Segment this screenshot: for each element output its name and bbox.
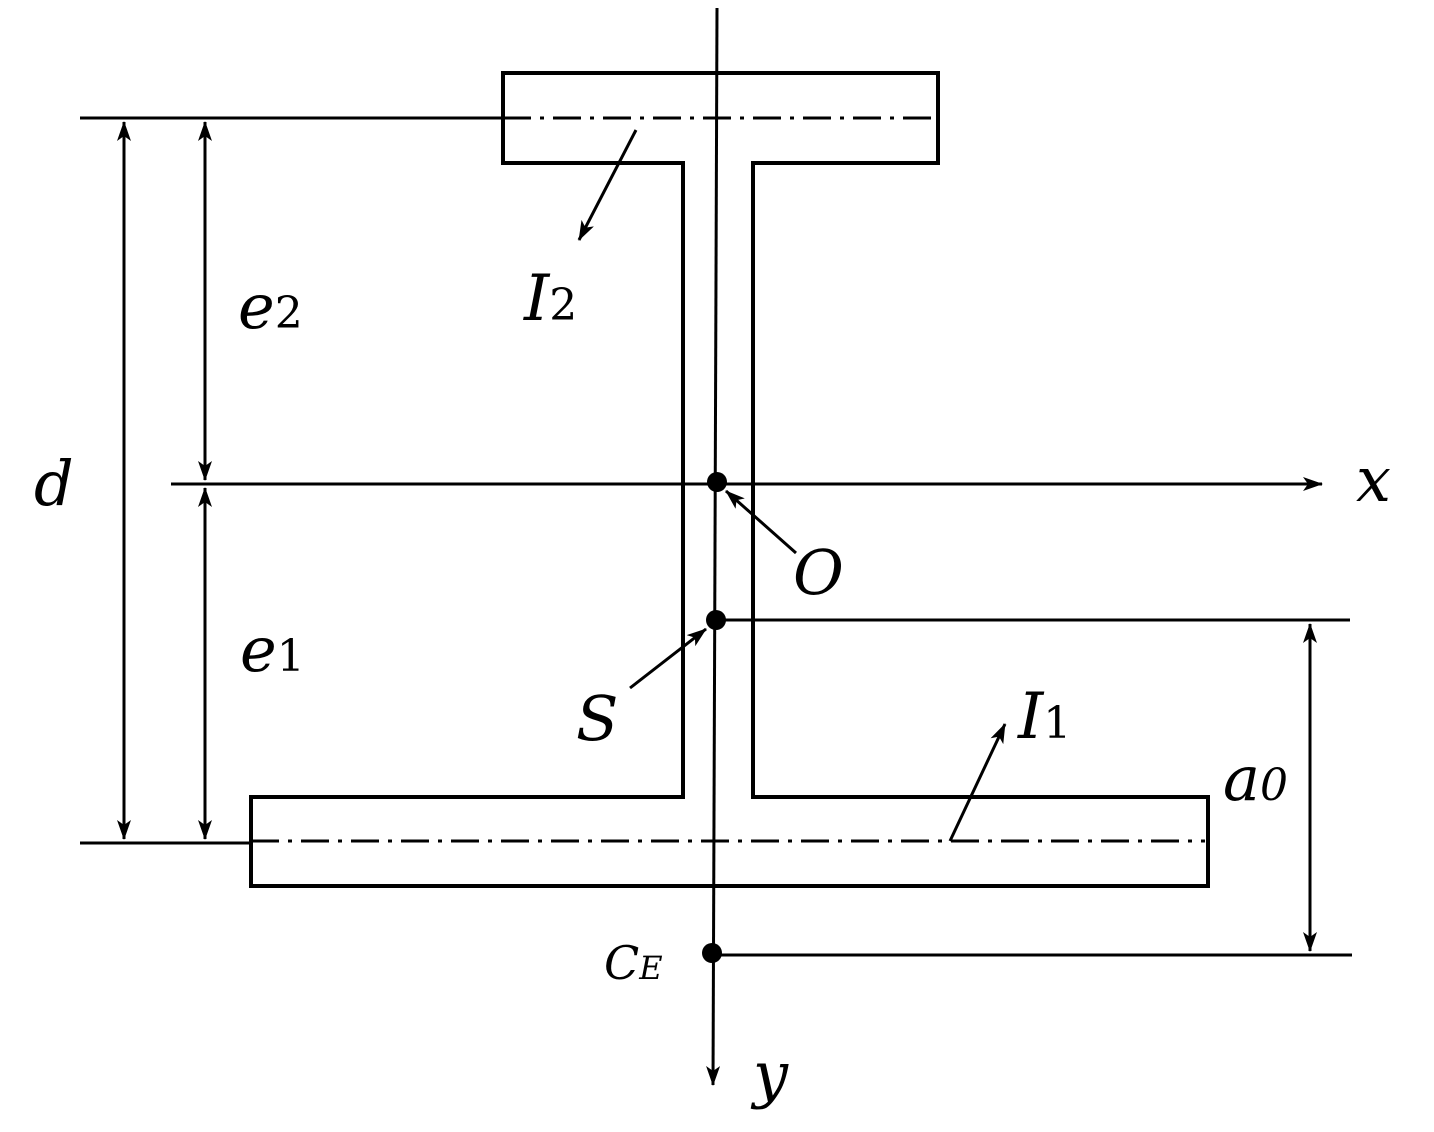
y-axis-line: [706, 7, 721, 1086]
i-beam-outline: [249, 71, 1210, 888]
I1-leader-arrow: [948, 723, 1007, 842]
label-I1: I1: [1017, 680, 1071, 754]
label-e2: e2: [238, 270, 303, 343]
label-e1: e1: [240, 613, 305, 686]
O-leader-arrow: [725, 489, 797, 555]
point-O: [707, 472, 727, 492]
label-O: O: [793, 536, 844, 609]
I2-leader-arrow: [577, 129, 638, 241]
label-I2: I2: [523, 262, 577, 336]
label-CE: CE: [604, 936, 663, 990]
label-a0: a0: [1223, 742, 1288, 815]
label-S: S: [576, 682, 618, 755]
label-d: d: [34, 447, 74, 520]
label-y-axis: y: [750, 1038, 789, 1111]
point-CE: [702, 943, 722, 963]
S-leader-arrow: [629, 627, 707, 690]
label-x-axis: x: [1356, 443, 1391, 516]
point-S: [706, 610, 726, 630]
